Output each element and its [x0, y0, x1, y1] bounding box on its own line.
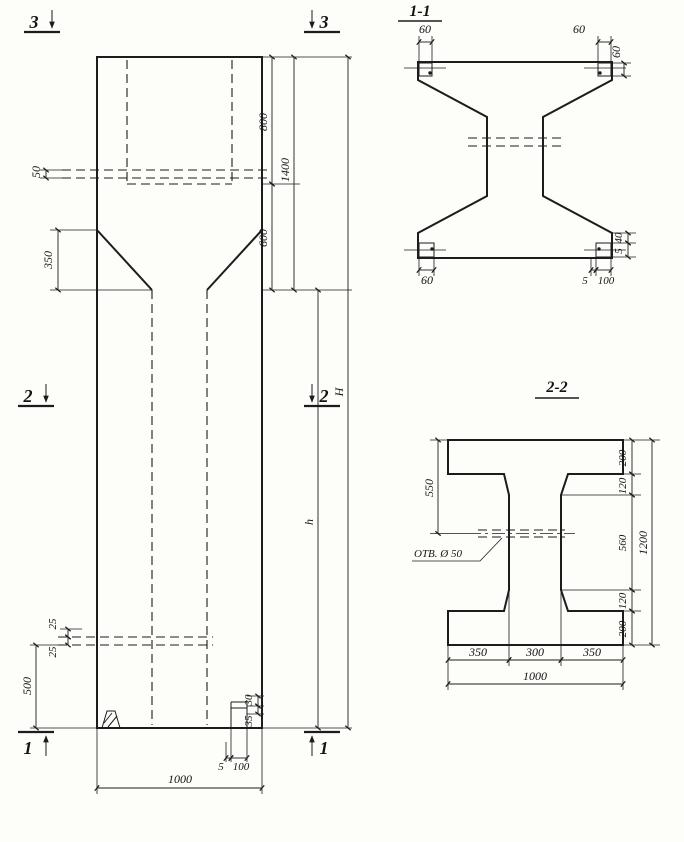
- section-marker-1-left: 1: [18, 730, 54, 758]
- dim-label-1200: 1200: [636, 531, 650, 555]
- dim-label-120-top: 120: [617, 477, 629, 494]
- marker-label-1: 1: [320, 738, 329, 758]
- dim-label-200-bot: 200: [617, 620, 629, 637]
- section-2-2-outline: [447, 439, 624, 646]
- dim-taper-350: 350: [41, 227, 152, 293]
- dim-foot-30-35: 30 35: [243, 693, 264, 728]
- dim-label-1400: 1400: [278, 158, 292, 182]
- dim-label-5: 5: [218, 761, 224, 773]
- base-embeds: [101, 701, 248, 729]
- dim-label-350: 350: [41, 251, 55, 270]
- dim-label-25a: 25: [47, 618, 59, 630]
- marker-label-2: 2: [319, 386, 329, 406]
- dim-label-60-bl: 60: [421, 273, 433, 287]
- marker-label-3: 3: [319, 12, 329, 32]
- section-1-1: 1-1 60 60 60: [398, 3, 636, 287]
- dim-60-bottom-left: 60: [416, 259, 437, 287]
- dim-label-600: 600: [256, 229, 270, 247]
- section-1-1-hole-hidden: [468, 137, 562, 147]
- dim-label-120-bot: 120: [617, 592, 629, 609]
- embedded-plates: [404, 62, 626, 258]
- hidden-edges: [58, 60, 270, 725]
- marker-label-2: 2: [23, 386, 33, 406]
- dim-label-5-s1: 5: [582, 275, 588, 287]
- dim-550-left: 550: [422, 437, 468, 537]
- right-dimension-chain-2-2: 200 120 560 120 200 1200: [561, 437, 660, 648]
- section-marker-1-right: 1: [304, 730, 340, 758]
- dim-ledge-50: 50: [29, 166, 62, 181]
- dim-label-800: 800: [256, 113, 270, 131]
- section-2-2: 2-2 ОТВ. Ø 50 550 200 120 560 120 2: [412, 379, 660, 690]
- elevation-view: 50 350 25 25 500 800 600 1400: [18, 10, 352, 794]
- dim-label-350-r: 350: [582, 645, 601, 659]
- dim-label-100: 100: [233, 761, 250, 773]
- dim-60-top-right: 60: [573, 22, 614, 61]
- dim-label-35: 35: [243, 715, 255, 728]
- section-marker-3-right: 3: [304, 10, 340, 34]
- dim-label-200-top: 200: [617, 449, 629, 466]
- dim-label-300: 300: [525, 645, 544, 659]
- dim-label-560: 560: [617, 534, 629, 551]
- dim-label-5b: 5: [613, 248, 625, 254]
- dim-label-25b: 25: [47, 646, 59, 658]
- column-outline: [96, 56, 263, 729]
- section-2-2-title: 2-2: [545, 379, 567, 396]
- section-2-2-header: 2-2: [535, 379, 579, 399]
- dim-label-50: 50: [29, 166, 43, 178]
- dim-base-500: 500: [20, 642, 97, 731]
- dim-label-H: H: [332, 386, 346, 397]
- marker-label-3: 3: [29, 12, 39, 32]
- right-dimension-chain: 800 600 1400 h H: [256, 54, 352, 731]
- dim-label-h: h: [302, 519, 316, 525]
- section-marker-2-left: 2: [18, 384, 54, 408]
- dim-label-60-tl: 60: [419, 22, 431, 36]
- dim-label-350-l: 350: [468, 645, 487, 659]
- bottom-dimensions-2-2: 350 300 350 1000: [445, 592, 626, 690]
- dim-label-60-tr: 60: [573, 22, 585, 36]
- section-1-1-outline: [417, 61, 613, 259]
- dim-label-40: 40: [613, 232, 625, 244]
- dim-label-1000-s2: 1000: [523, 669, 547, 683]
- hole-label: ОТВ. Ø 50: [414, 548, 462, 560]
- section-1-1-title: 1-1: [409, 3, 430, 20]
- bottom-dimensions: 5 100 1000: [94, 728, 265, 794]
- section-1-1-header: 1-1: [398, 3, 442, 22]
- marker-label-1: 1: [24, 738, 33, 758]
- dim-label-500: 500: [20, 677, 34, 695]
- dim-label-100-s1: 100: [598, 275, 615, 287]
- section-marker-2-right: 2: [304, 384, 340, 408]
- dim-label-550: 550: [422, 479, 436, 497]
- dim-label-60-r: 60: [609, 46, 623, 58]
- dim-label-1000: 1000: [168, 772, 192, 786]
- dim-60-top-left: 60: [416, 22, 435, 61]
- hole-50: ОТВ. Ø 50: [412, 529, 575, 562]
- dim-5-100-bottom-right: 5 100: [582, 259, 615, 287]
- dim-label-30: 30: [243, 694, 255, 707]
- dim-60-right: 60: [609, 46, 631, 79]
- dim-hole-25-25: 25 25: [47, 618, 82, 658]
- dim-40-5-right: 40 5: [613, 230, 636, 260]
- section-marker-3-left: 3: [24, 10, 60, 34]
